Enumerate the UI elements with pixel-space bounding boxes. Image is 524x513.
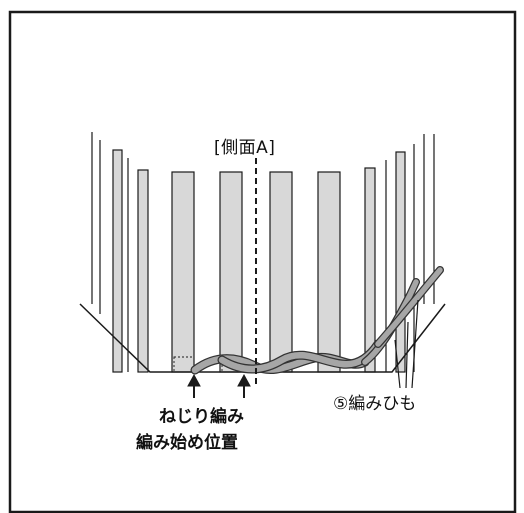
weaving-strip-label: ⑤編みひも xyxy=(333,394,417,414)
side-a-label: [側面A] xyxy=(214,138,276,158)
start-arrows xyxy=(187,373,251,398)
stake-strip xyxy=(171,171,195,373)
start-box xyxy=(173,356,195,373)
stake-strip xyxy=(137,169,149,373)
twined-weave xyxy=(190,266,444,375)
stake-strip xyxy=(219,171,243,373)
arrow-up-icon xyxy=(237,373,251,387)
strip-leader-lines xyxy=(394,299,419,389)
twining-label: ねじり編み xyxy=(159,407,244,427)
stake-strip xyxy=(317,171,341,373)
stake-strip xyxy=(269,171,293,373)
stake-strip xyxy=(364,167,376,373)
stakes xyxy=(91,132,435,373)
stake-strip xyxy=(112,149,123,373)
diagram-frame xyxy=(8,10,517,513)
stake-strip xyxy=(395,151,406,373)
start-position-label: 編み始め位置 xyxy=(136,433,238,453)
arrow-up-icon xyxy=(187,373,201,387)
